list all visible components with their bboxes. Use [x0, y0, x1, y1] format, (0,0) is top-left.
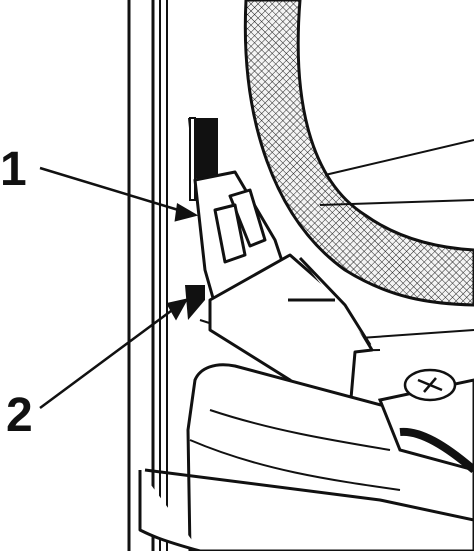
leader-lines	[39, 166, 199, 410]
cabinet-frame	[127, 0, 168, 551]
hinge-bracket	[193, 170, 374, 422]
callout-label-2: 2	[6, 389, 33, 442]
callout-label-1: 1	[0, 143, 27, 196]
screw-icon	[403, 368, 457, 402]
hinge-recess	[185, 117, 218, 320]
right-ledge	[377, 378, 474, 474]
